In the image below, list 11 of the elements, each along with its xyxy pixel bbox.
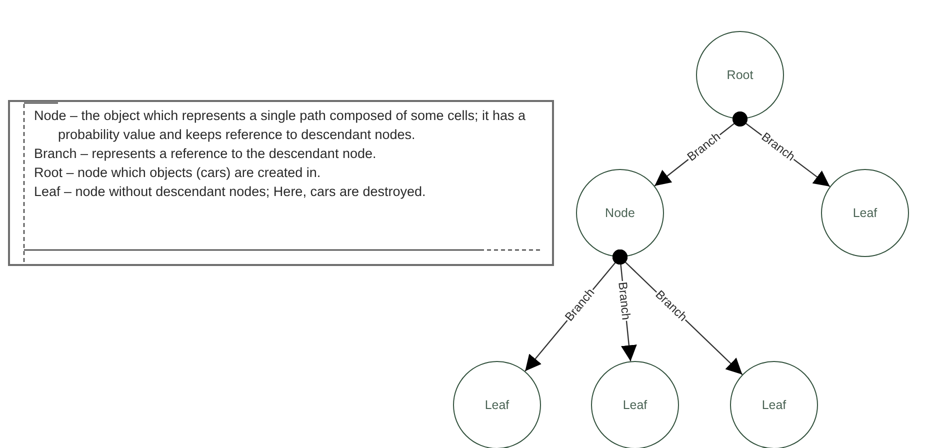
node-label: Leaf [484, 398, 510, 412]
node-label: Leaf [852, 206, 878, 220]
node-label: Node [605, 206, 635, 220]
definition-text: Root – node which objects (cars) are created in. [34, 164, 322, 182]
edge-label: Branch [616, 280, 633, 322]
definition-text: Node – the object which represents a single path composed of some cells; it has a probability value and keeps reference to descendant nodes. [34, 107, 527, 144]
definition-text: Leaf – node without descendant nodes; Here, cars are destroyed. [34, 183, 427, 201]
definition-text: Branch – represents a reference to the descendant node. [34, 145, 378, 163]
node-label: Leaf [622, 398, 648, 412]
node-label: Leaf [762, 398, 786, 412]
node-label: Root [726, 68, 754, 82]
